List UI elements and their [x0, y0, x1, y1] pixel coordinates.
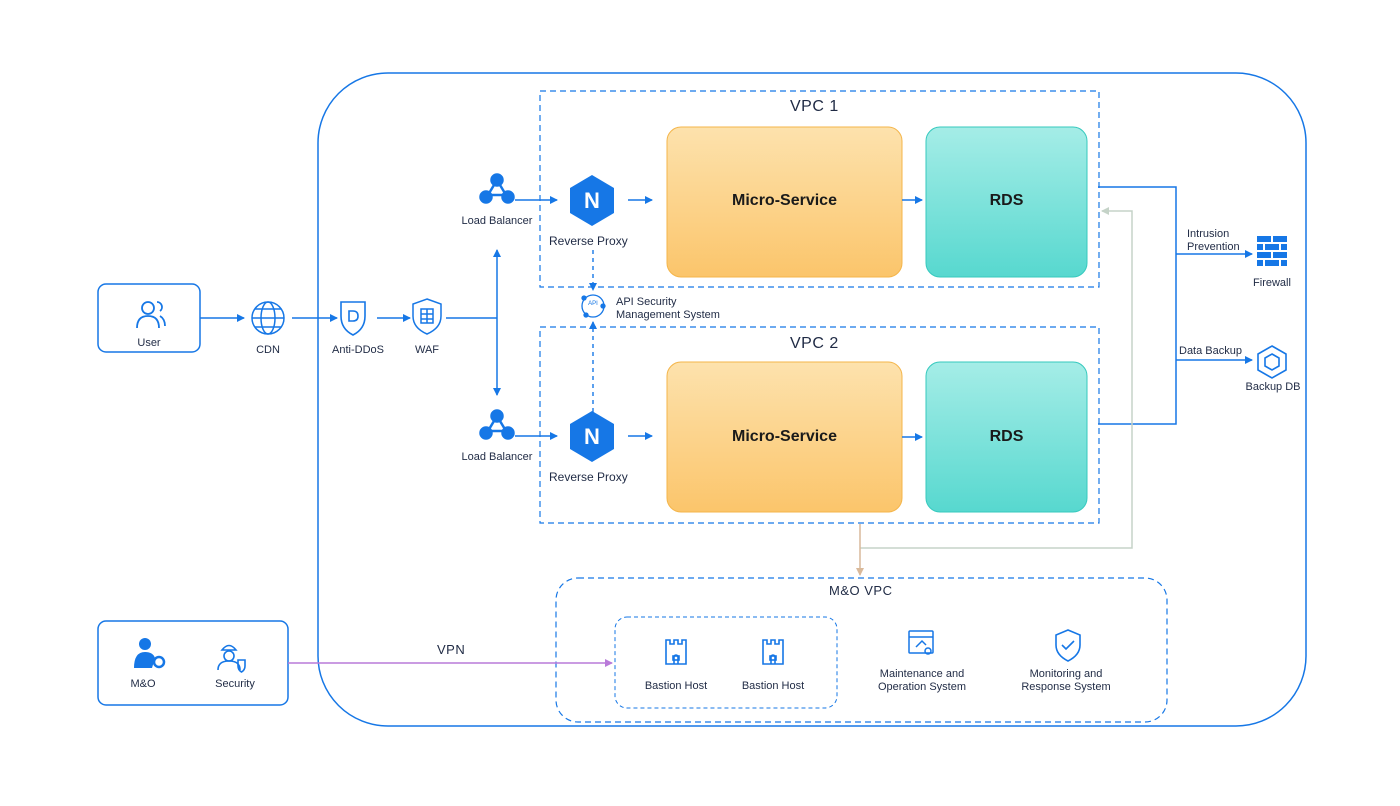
vpc1-rds-label: RDS	[989, 192, 1024, 209]
api-icon	[581, 294, 606, 318]
vpc1-proxy-glyph: N	[584, 188, 600, 213]
mo-vpc-boundary	[555, 577, 1168, 723]
intrusion-prevention-label: Intrusion Prevention	[1187, 228, 1240, 253]
waf-icon	[412, 298, 442, 335]
vpc2-rds-label: RDS	[989, 428, 1024, 445]
vpc2-rds-box	[925, 361, 1088, 513]
waf-label: WAF	[414, 344, 440, 356]
bastion-icon-2	[762, 639, 784, 665]
shield-icon	[340, 301, 366, 336]
vpc2-load-balancer-label: Load Balancer	[461, 451, 533, 463]
bastion-host-label-1: Bastion Host	[644, 680, 708, 692]
vpc1-micro-service-box	[666, 126, 903, 278]
maintenance-icon	[908, 630, 934, 655]
globe-icon	[251, 301, 285, 335]
vpn-label: VPN	[437, 642, 466, 657]
vpc2-proxy-glyph: N	[584, 424, 600, 449]
vpc1-micro-service-label: Micro-Service	[732, 192, 837, 209]
vpc1-boundary	[539, 90, 1100, 288]
reverse-proxy-hex-2	[570, 411, 614, 462]
data-backup-label: Data Backup	[1179, 345, 1242, 357]
vpc1-load-balancer-label: Load Balancer	[461, 215, 533, 227]
anti-ddos-label: Anti-DDoS	[332, 344, 384, 356]
bastion-group	[614, 616, 838, 709]
vpc1-rds-box	[925, 126, 1088, 278]
vpc1-reverse-proxy-label: Reverse Proxy	[549, 234, 628, 248]
maintenance-system-label: Maintenance and Operation System	[877, 668, 967, 693]
user-icon	[136, 301, 166, 329]
main-ingress-links	[200, 196, 923, 441]
monitoring-system-label: Monitoring and Response System	[1021, 668, 1111, 693]
mo-label: M&O	[130, 678, 156, 690]
backup-db-icon	[1257, 345, 1287, 379]
rds-egress-links	[1098, 186, 1253, 425]
security-label: Security	[215, 678, 255, 690]
vpc1-title: VPC 1	[790, 98, 839, 115]
vpc2-boundary	[539, 326, 1100, 524]
firewall-label: Firewall	[1253, 277, 1291, 289]
vpc2-reverse-proxy-label: Reverse Proxy	[549, 470, 628, 484]
cdn-label: CDN	[256, 344, 280, 356]
officer-icon	[217, 644, 246, 673]
vpc2-title: VPC 2	[790, 335, 839, 352]
api-icon-text: API	[588, 301, 598, 307]
api-security-label: API Security Management System	[616, 296, 720, 321]
load-balancer-icon-1	[479, 173, 515, 204]
admin-icon	[134, 638, 166, 669]
load-balancer-icon-2	[479, 409, 515, 440]
firewall-icon	[1257, 236, 1287, 266]
bastion-icon-1	[665, 639, 687, 665]
mo-vpc-title: M&O VPC	[829, 583, 893, 598]
bastion-host-label-2: Bastion Host	[741, 680, 805, 692]
cloud-region	[317, 72, 1307, 727]
monitoring-icon	[1055, 629, 1081, 662]
mo-security-box	[97, 620, 289, 706]
mo-return-link	[860, 207, 1133, 549]
backup-db-label: Backup DB	[1245, 381, 1301, 393]
user-label: User	[137, 337, 161, 349]
reverse-proxy-hex-1	[570, 175, 614, 226]
vpc2-micro-service-label: Micro-Service	[732, 428, 837, 445]
